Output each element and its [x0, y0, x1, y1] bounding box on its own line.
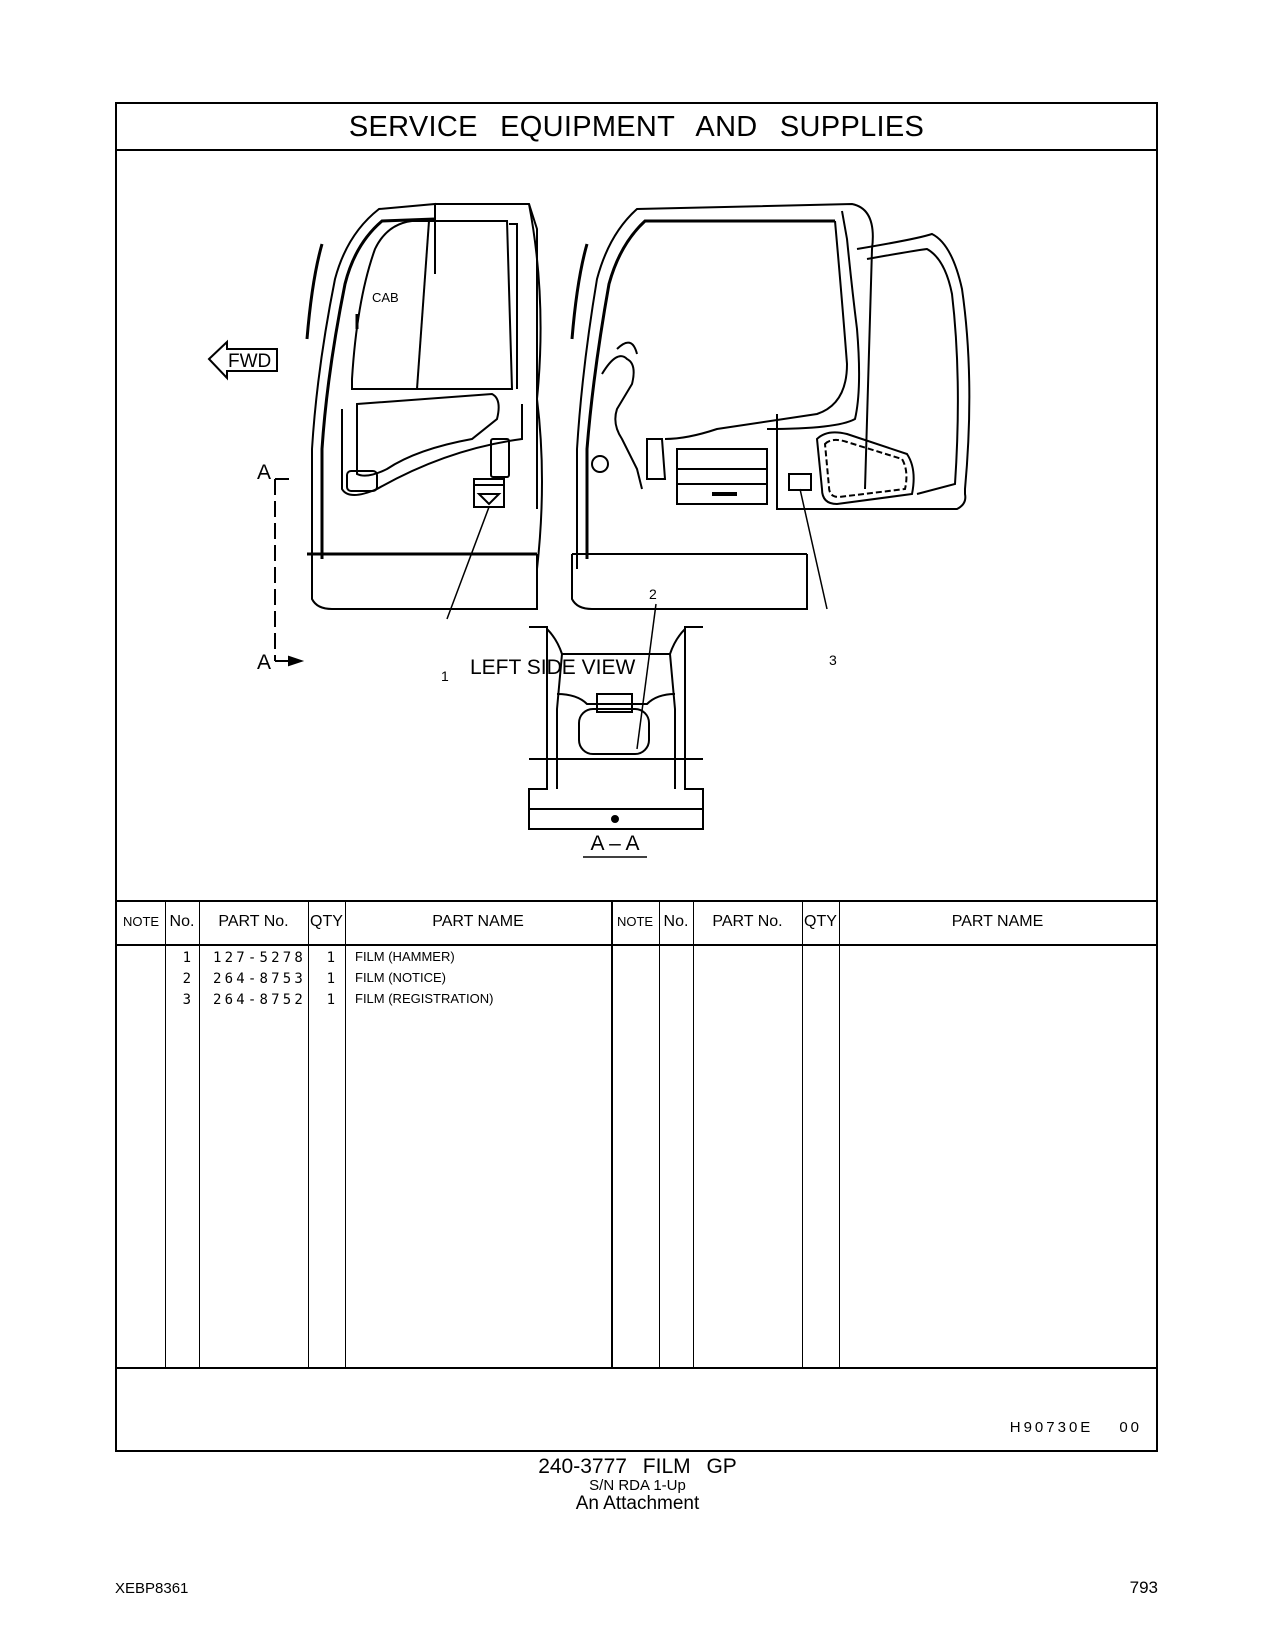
attachment-label: An Attachment — [575, 1493, 700, 1514]
callout-1: 1 — [441, 668, 449, 684]
row-no: 2 — [182, 971, 191, 987]
header-part-no: PART No. — [218, 913, 289, 930]
header-no: No. — [169, 913, 195, 930]
parts-drawing: CAB FWD A A 1 LEFT SIDE VIEW 3 2 A – A — [117, 149, 1156, 902]
page-title: SERVICE EQUIPMENT AND SUPPLIES — [117, 104, 1156, 151]
section-mark-bottom: A — [257, 651, 271, 674]
callout-2: 2 — [649, 586, 657, 602]
fwd-label: FWD — [228, 351, 271, 372]
drawing-code-id: H90730E — [1009, 1419, 1094, 1436]
row-part-no: 264-8752 — [213, 992, 307, 1008]
header-note-right: NOTE — [616, 914, 654, 929]
side-view-caption: LEFT SIDE VIEW — [470, 656, 635, 679]
serial-range: S/N RDA 1-Up — [589, 1477, 686, 1494]
group-title: 240-3777 FILM GP — [538, 1455, 737, 1478]
fwd-arrow — [207, 339, 278, 381]
row-no: 1 — [182, 950, 191, 966]
left-cab-front-pillar — [311, 202, 436, 579]
section-mark-top: A — [257, 461, 271, 484]
header-part-name: PART NAME — [432, 913, 524, 930]
cab-label: CAB — [372, 290, 399, 305]
header-part-no-right: PART No. — [712, 913, 783, 930]
document-id: XEBP8361 — [115, 1580, 189, 1597]
parts-table-header — [117, 900, 1156, 946]
section-caption: A – A — [590, 832, 639, 855]
cab-illustration: CAB FWD A A 1 LEFT SIDE VIEW 3 2 A – A — [207, 202, 971, 858]
right-cab-shell — [576, 202, 874, 569]
header-part-name-right: PART NAME — [951, 913, 1044, 930]
callout-3: 3 — [829, 652, 837, 668]
film-registration-marker — [788, 473, 812, 491]
row-part-name: FILM (REGISTRATION) — [355, 991, 494, 1006]
row-part-name: FILM (NOTICE) — [355, 970, 446, 985]
drawing-code-suffix: 00 — [1119, 1419, 1142, 1436]
header-note: NOTE — [122, 914, 160, 929]
header-qty: QTY — [310, 913, 343, 930]
row-part-name: FILM (HAMMER) — [355, 949, 455, 964]
row-part-no: 127-5278 — [213, 950, 307, 966]
parts-page-frame: SERVICE EQUIPMENT AND SUPPLIES — [115, 102, 1158, 1452]
row-qty: 1 — [326, 971, 335, 987]
row-no: 3 — [182, 992, 191, 1008]
row-qty: 1 — [326, 992, 335, 1008]
parts-table: NOTE No. PART No. QTY PART NAME NOTE No.… — [117, 900, 1156, 1369]
left-cab-break-line — [528, 203, 543, 570]
header-no-right: No. — [663, 913, 689, 930]
row-qty: 1 — [326, 950, 335, 966]
header-qty-right: QTY — [804, 913, 837, 930]
drawing-code: H90730E 00 — [1010, 1419, 1142, 1436]
page-number: 793 — [1129, 1578, 1158, 1597]
row-part-no: 264-8753 — [213, 971, 307, 987]
group-title-block: 240-3777 FILM GP S/N RDA 1-Up An Attachm… — [0, 1456, 1275, 1514]
film-notice-marker — [596, 693, 633, 713]
